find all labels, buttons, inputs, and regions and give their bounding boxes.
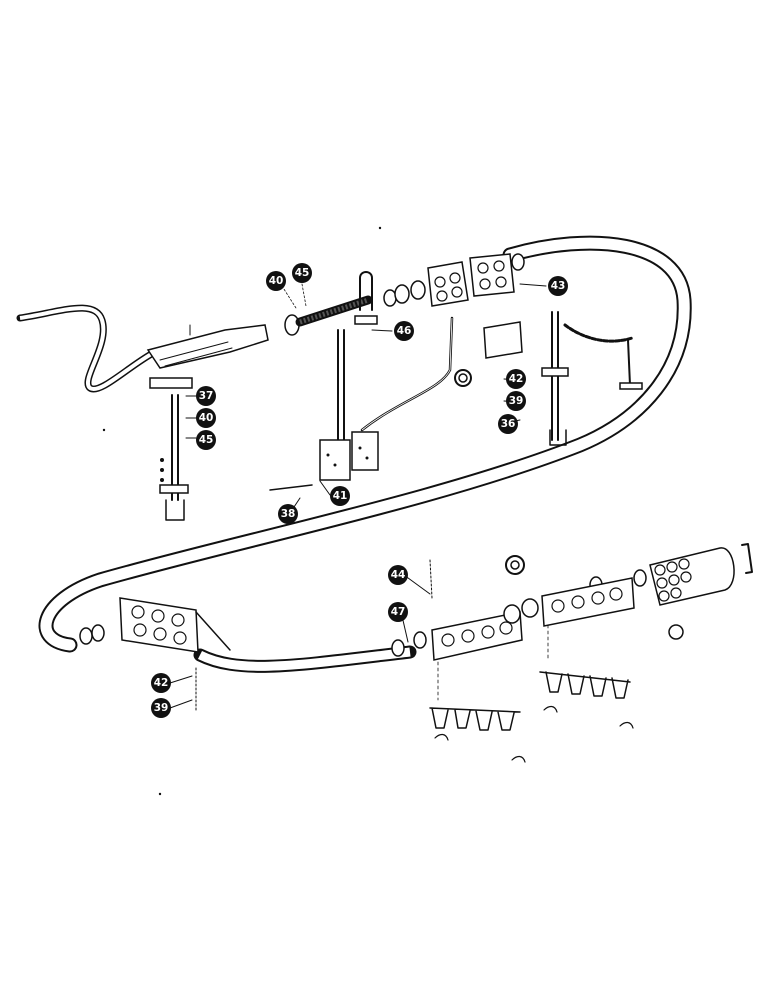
end-cap [668,624,684,640]
left-support-rod [159,394,189,521]
callout: 38 [278,504,298,524]
lower-left-manifold [79,597,231,653]
callout-label: 41 [333,490,348,502]
callout: 40 [266,271,286,291]
callout: 45 [196,430,216,450]
callout: 37 [196,386,216,406]
hold-down-shoes [429,624,634,763]
callout-label: 45 [199,434,214,446]
distributor-funnel [146,324,269,389]
inlet-tube [16,304,159,393]
callout: 46 [394,321,414,341]
callout: 39 [506,391,526,411]
callout-label: 43 [551,280,566,292]
callout-label: 42 [154,677,169,689]
callout: 36 [498,414,518,434]
callout: 42 [151,673,171,693]
callout-label: 40 [269,275,284,287]
center-stand [269,316,454,491]
lower-manifold-b [541,569,647,627]
callout: 44 [388,565,408,585]
callout-label: 37 [199,390,214,402]
callout-label: 38 [281,508,296,520]
callout: 41 [330,486,350,506]
callout: 40 [196,408,216,428]
main-loop-tube [38,235,692,673]
callout-label: 45 [295,267,310,279]
callout-label: 44 [391,569,406,581]
callout: 45 [292,263,312,283]
callout: 42 [506,369,526,389]
small-reel-lower [505,555,525,575]
u-bolt [354,271,378,325]
callout: 39 [151,698,171,718]
callout-label: 46 [397,325,412,337]
coiled-spring-hose [284,295,373,336]
callout-label: 36 [501,418,516,430]
callout-label: 42 [509,373,524,385]
cover-plate [483,321,523,359]
tube-bundle [649,543,753,606]
upper-manifold [383,253,525,307]
callout-label: 47 [391,606,406,618]
callout-label: 40 [199,412,214,424]
callout-label: 39 [509,395,524,407]
right-support [541,311,643,446]
callout: 43 [548,276,568,296]
lower-manifold-a [391,598,539,661]
small-reel [454,369,472,387]
callout: 47 [388,602,408,622]
callout-label: 39 [154,702,169,714]
